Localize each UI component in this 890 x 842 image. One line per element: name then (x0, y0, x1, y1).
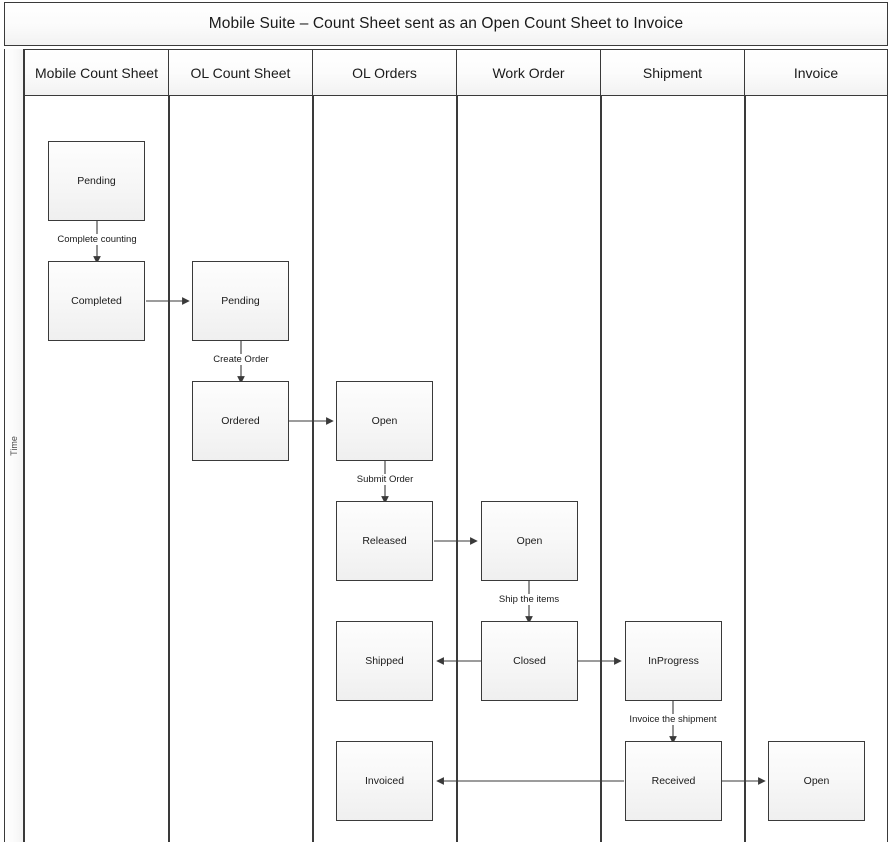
state-node-label: Released (362, 535, 407, 547)
state-node-inprogress[interactable]: InProgress (625, 621, 722, 701)
lane-header-label: Mobile Count Sheet (35, 64, 158, 81)
time-axis-rail: Time (4, 49, 24, 842)
state-node-open-ol-orders[interactable]: Open (336, 381, 433, 461)
state-node-label: Open (803, 775, 830, 787)
edge-label-ship-the-items: Ship the items (496, 594, 562, 605)
state-node-label: Ordered (221, 415, 260, 427)
edge-label-create-order: Create Order (211, 354, 271, 365)
state-node-label: Received (651, 775, 696, 787)
lane-body-work-order (457, 96, 601, 842)
lane-header-invoice[interactable]: Invoice (745, 49, 888, 96)
state-node-ordered[interactable]: Ordered (192, 381, 289, 461)
lane-header-mobile-count-sheet[interactable]: Mobile Count Sheet (24, 49, 169, 96)
edge-label-submit-order: Submit Order (354, 474, 416, 485)
lane-header-ol-orders[interactable]: OL Orders (313, 49, 457, 96)
state-node-pending-ol[interactable]: Pending (192, 261, 289, 341)
lane-header-label: Shipment (642, 64, 703, 81)
state-node-open-work-order[interactable]: Open (481, 501, 578, 581)
lane-body-invoice (745, 96, 888, 842)
lane-body-ol-count-sheet (169, 96, 313, 842)
state-node-released[interactable]: Released (336, 501, 433, 581)
diagram-title-bar: Mobile Suite – Count Sheet sent as an Op… (4, 2, 888, 46)
state-node-shipped[interactable]: Shipped (336, 621, 433, 701)
state-node-invoiced[interactable]: Invoiced (336, 741, 433, 821)
lane-header-label: OL Orders (352, 64, 417, 81)
state-node-label: Pending (77, 175, 116, 187)
lane-header-label: Work Order (492, 64, 565, 81)
page-title: Mobile Suite – Count Sheet sent as an Op… (208, 15, 684, 32)
state-node-closed[interactable]: Closed (481, 621, 578, 701)
state-node-label: Open (516, 535, 543, 547)
state-node-received[interactable]: Received (625, 741, 722, 821)
state-node-label: Shipped (365, 655, 404, 667)
edge-label-invoice-the-shipment: Invoice the shipment (627, 714, 719, 725)
lane-header-work-order[interactable]: Work Order (457, 49, 601, 96)
lane-body-ol-orders (313, 96, 457, 842)
lane-body-shipment (601, 96, 745, 842)
lane-header-label: OL Count Sheet (190, 64, 291, 81)
state-node-label: Open (371, 415, 398, 427)
state-node-label: Closed (513, 655, 546, 667)
state-node-label: Invoiced (364, 775, 405, 787)
state-node-label: Completed (71, 295, 122, 307)
lane-header-shipment[interactable]: Shipment (601, 49, 745, 96)
state-node-open-invoice[interactable]: Open (768, 741, 865, 821)
state-node-label: Pending (221, 295, 260, 307)
lane-header-ol-count-sheet[interactable]: OL Count Sheet (169, 49, 313, 96)
edge-label-complete-counting: Complete counting (55, 234, 139, 245)
time-axis-label: Time (9, 435, 19, 456)
lane-header-label: Invoice (793, 64, 839, 81)
state-node-pending-mobile[interactable]: Pending (48, 141, 145, 221)
state-node-label: InProgress (648, 655, 699, 667)
state-node-completed[interactable]: Completed (48, 261, 145, 341)
